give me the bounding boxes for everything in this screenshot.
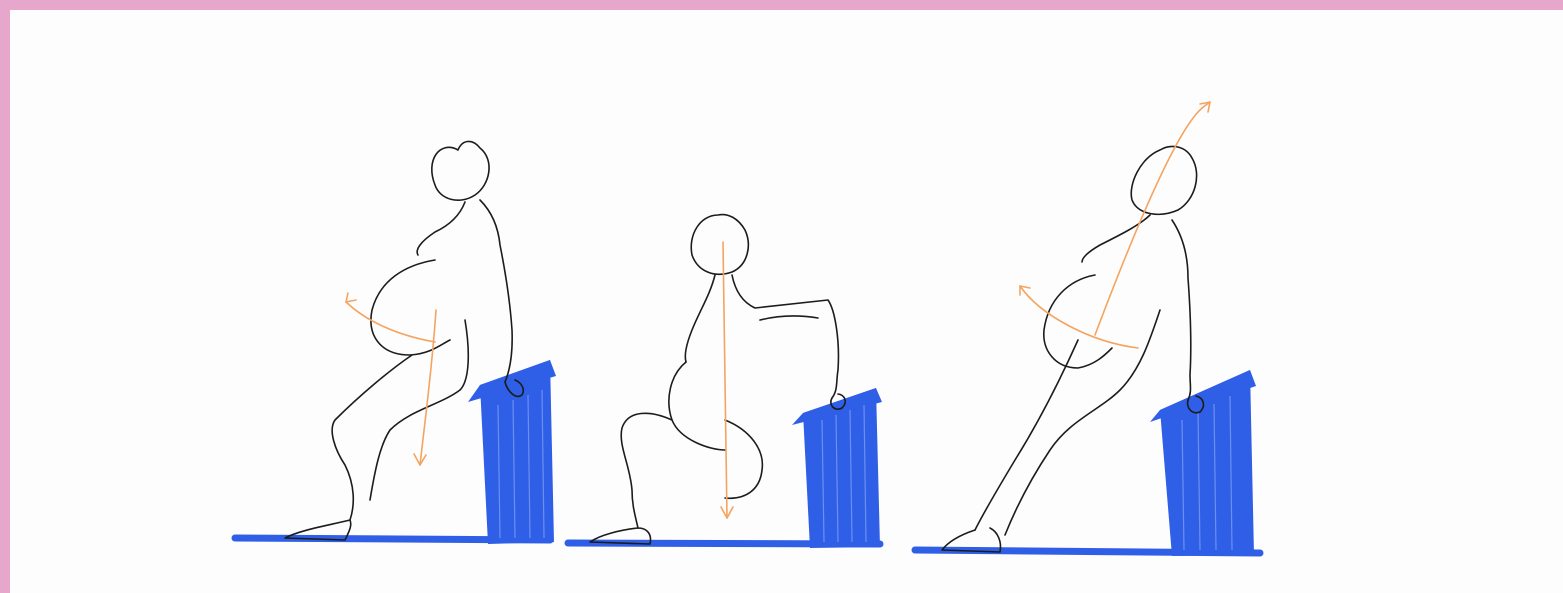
- pregnant-figure-3: [942, 146, 1203, 552]
- block-3: [1150, 370, 1256, 556]
- movement-arrows-2: [721, 242, 733, 518]
- movement-arrows-1: [346, 293, 436, 465]
- block-1: [468, 360, 556, 544]
- figure-2-kneeling-lunge: [568, 215, 882, 548]
- figure-3-leaning-stretch: [915, 102, 1260, 556]
- pregnant-figure-2: [590, 215, 845, 544]
- figure-1-standing-lunge: [235, 141, 556, 544]
- illustration-canvas: [10, 10, 1563, 593]
- pregnancy-poses-illustration: [10, 10, 1563, 593]
- block-2: [792, 388, 882, 548]
